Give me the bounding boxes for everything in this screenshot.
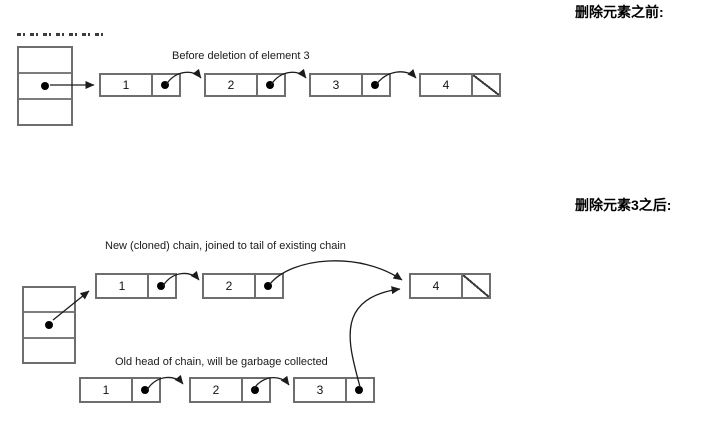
new-chain-title: New (cloned) chain, joined to tail of ex…	[105, 240, 346, 252]
node-value: 2	[206, 75, 258, 95]
node-pointer-cell	[256, 275, 282, 297]
node-value: 4	[411, 275, 463, 297]
pointer-dot	[251, 386, 259, 394]
node-value: 3	[311, 75, 363, 95]
head-box-row	[19, 48, 71, 74]
node-pointer-cell	[153, 75, 179, 95]
head-box-row	[19, 100, 71, 124]
pointer-dot	[45, 320, 53, 329]
pointer-dot	[41, 82, 49, 90]
arrow-old-node3-to-tail-node4	[349, 286, 401, 388]
node-pointer-cell	[258, 75, 284, 95]
before-node-4: 4	[419, 73, 501, 97]
node-pointer-cell	[243, 379, 269, 401]
pointer-dot	[371, 81, 379, 89]
node-value: 3	[295, 379, 347, 401]
old-chain-node-1: 1	[79, 377, 161, 403]
node-pointer-cell	[347, 379, 373, 401]
node-pointer-cell	[149, 275, 175, 297]
node-pointer-cell	[473, 75, 499, 95]
before-diagram-title: Before deletion of element 3	[172, 50, 310, 62]
caption-before-deletion: 删除元素之前:	[575, 4, 664, 20]
arrow-new-node2-to-tail-node4	[269, 260, 403, 285]
new-chain-node-1: 1	[95, 273, 177, 299]
caption-after-deletion: 删除元素3之后:	[575, 197, 672, 213]
head-box-row-pointer	[24, 313, 74, 339]
old-chain-node-2: 2	[189, 377, 271, 403]
pointer-dot	[264, 282, 272, 290]
pointer-dot	[266, 81, 274, 89]
pointer-dot	[161, 81, 169, 89]
node-pointer-cell	[463, 275, 489, 297]
node-value: 4	[421, 75, 473, 95]
node-pointer-cell	[133, 379, 159, 401]
before-node-1: 1	[99, 73, 181, 97]
node-value: 2	[204, 275, 256, 297]
pointer-dot	[157, 282, 165, 290]
pointer-dot	[355, 386, 363, 394]
after-head-reference-box	[22, 286, 76, 364]
clipped-text-fragment	[17, 33, 106, 36]
before-node-2: 2	[204, 73, 286, 97]
head-box-row-pointer	[19, 74, 71, 100]
shared-tail-node-4: 4	[409, 273, 491, 299]
node-pointer-cell	[363, 75, 389, 95]
before-head-reference-box	[17, 46, 73, 126]
before-node-3: 3	[309, 73, 391, 97]
node-value: 1	[81, 379, 133, 401]
old-chain-title: Old head of chain, will be garbage colle…	[115, 356, 328, 368]
null-pointer-slash-icon	[463, 275, 489, 297]
node-value: 1	[97, 275, 149, 297]
head-box-row	[24, 288, 74, 314]
node-value: 2	[191, 379, 243, 401]
pointer-dot	[141, 386, 149, 394]
old-chain-node-3: 3	[293, 377, 375, 403]
null-pointer-slash-icon	[473, 75, 499, 95]
head-box-row	[24, 339, 74, 362]
node-value: 1	[101, 75, 153, 95]
new-chain-node-2: 2	[202, 273, 284, 299]
